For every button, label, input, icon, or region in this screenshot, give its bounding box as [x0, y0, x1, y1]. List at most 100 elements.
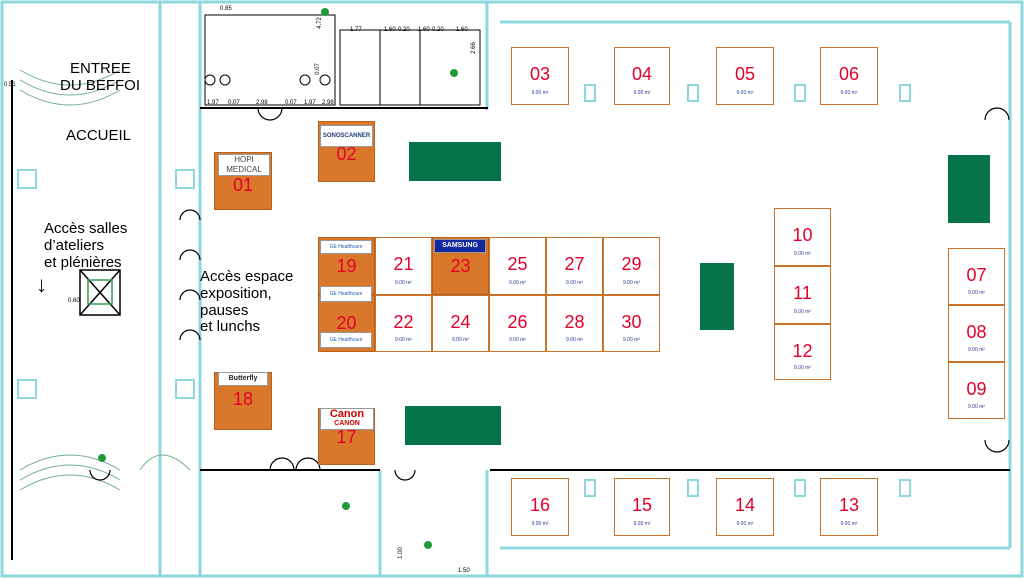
dimension-label: 2.98 — [256, 100, 268, 106]
expo-access-line1: Accès espace — [200, 268, 294, 285]
booth-number: 29 — [621, 254, 642, 274]
booth-area: 9.00 m² — [623, 279, 640, 286]
booth-29[interactable]: 29 9.00 m² — [603, 237, 660, 295]
booth-area: 9.00 m² — [794, 250, 811, 257]
dimension-label: 1.60 — [456, 27, 468, 33]
reception-label: ACCUEIL — [66, 127, 132, 144]
booth-area: 9.00 m² — [633, 89, 651, 96]
elevator — [79, 269, 121, 316]
samsung-logo: SAMSUNG — [434, 239, 486, 253]
booth-08[interactable]: 08 9.00 m² — [948, 305, 1005, 362]
dimension-label: 2.98 — [322, 100, 334, 106]
booth-number: 01 — [232, 175, 254, 195]
down-arrow-icon: ↓ — [36, 272, 47, 297]
booth-number: 26 — [507, 312, 528, 332]
booth-number: 13 — [838, 495, 860, 515]
booth-area: 9.00 m² — [509, 279, 526, 286]
booth-number: 24 — [450, 312, 471, 332]
dimension-label: 1.00 — [397, 547, 404, 559]
service-rooms — [204, 14, 481, 106]
ge-healthcare-logo: GE Healthcare — [320, 332, 372, 348]
booth-number: 19 — [336, 256, 357, 276]
booth-area: 9.00 m² — [566, 279, 583, 286]
dimension-label: 1.50 — [458, 568, 470, 574]
booth-number: 15 — [631, 495, 653, 515]
booth-number: 27 — [564, 254, 585, 274]
dimension-label: 1.60 — [384, 27, 396, 33]
booth-area: 9.00 m² — [968, 290, 985, 297]
dimension-label: 1.97 — [207, 100, 219, 106]
booth-number: 16 — [529, 495, 551, 515]
logo-text: MEDICAL — [226, 165, 262, 174]
booth-number: 02 — [336, 144, 357, 164]
booth-area: 9.00 m² — [968, 347, 985, 354]
booth-area: 9.00 m² — [794, 308, 811, 315]
booth-number: 04 — [631, 64, 653, 84]
logo-text: GE Healthcare — [329, 291, 363, 297]
booth-04[interactable]: 04 9.00 m² — [614, 47, 670, 105]
dimension-label: 0.07 — [285, 100, 297, 106]
booth-number: 14 — [734, 495, 756, 515]
booth-number: 28 — [564, 312, 585, 332]
booth-area: 9.00 m² — [840, 520, 858, 527]
booth-area: 9.00 m² — [531, 520, 549, 527]
booth-number: 25 — [507, 254, 528, 274]
rooms-access-line3: et plénières — [44, 254, 122, 271]
booth-number: 21 — [393, 254, 414, 274]
dimension-label: 1.77 — [350, 27, 362, 33]
logo-text: GE Healthcare — [329, 337, 363, 343]
catering-table — [405, 406, 501, 445]
booth-area: 9.00 m² — [623, 337, 640, 344]
butterfly-logo: Butterfly — [218, 372, 268, 386]
expo-access-line3: pauses — [200, 302, 249, 319]
booth-07[interactable]: 07 9.00 m² — [948, 248, 1005, 305]
staircases — [19, 69, 191, 491]
booth-number: 07 — [966, 265, 987, 285]
logo-text: Canon — [329, 408, 365, 420]
booth-25[interactable]: 25 9.00 m² — [489, 237, 546, 295]
booth-number: 30 — [621, 312, 642, 332]
catering-table — [409, 142, 501, 181]
dimension-label: 0.20 — [398, 27, 410, 33]
logo-text: Butterfly — [228, 375, 258, 382]
dimension-label: 4.72 — [316, 17, 323, 29]
booth-27[interactable]: 27 9.00 m² — [546, 237, 603, 295]
logo-text: SONOSCANNER — [322, 133, 371, 139]
dimension-label: 1.97 — [304, 100, 316, 106]
booth-number: 20 — [336, 313, 357, 333]
booth-13[interactable]: 13 9.00 m² — [820, 478, 878, 536]
booth-number: 18 — [232, 389, 254, 409]
booth-number: 08 — [966, 322, 987, 342]
booth-area: 9.00 m² — [840, 89, 858, 96]
booth-number: 05 — [734, 64, 756, 84]
expo-access-line4: et lunchs — [200, 318, 261, 335]
doors — [89, 107, 1010, 481]
booth-number: 17 — [336, 427, 357, 447]
dimension-label: 0.85 — [220, 6, 232, 12]
logo-text: SAMSUNG — [442, 242, 478, 249]
ge-healthcare-logo: GE Healthcare — [320, 240, 372, 254]
interior-walls — [11, 80, 1010, 560]
booth-number: 09 — [966, 379, 987, 399]
booth-16[interactable]: 16 9.00 m² — [511, 478, 569, 536]
booth-30[interactable]: 30 9.00 m² — [603, 295, 660, 352]
entrance-label-line1: ENTREE — [70, 60, 131, 77]
